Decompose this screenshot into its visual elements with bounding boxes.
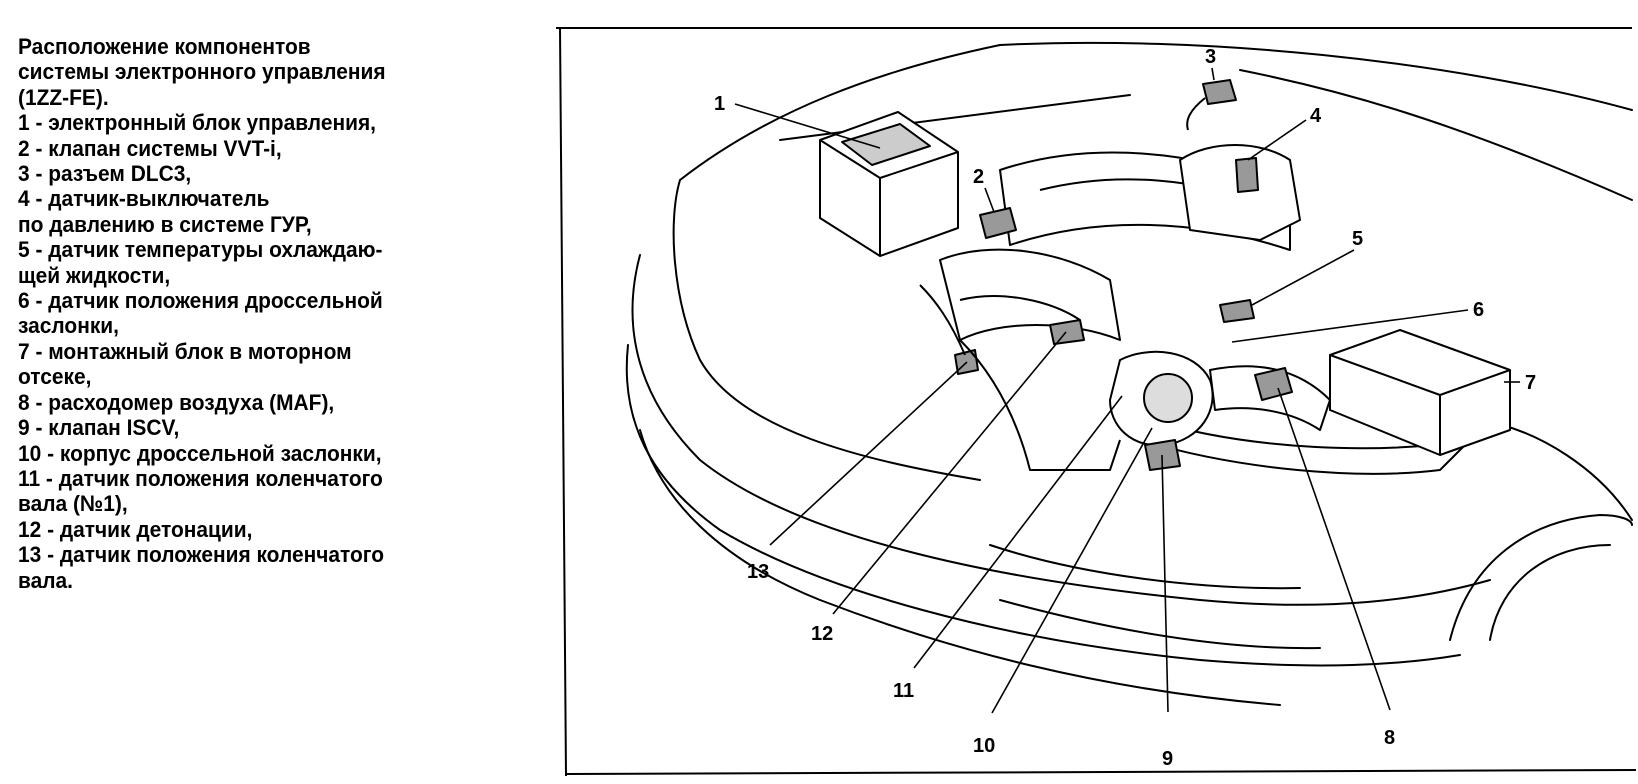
legend-item-text: 10 - корпус дроссельной заслонки, <box>18 440 382 466</box>
legend-title-line: (1ZZ-FE). <box>18 84 109 110</box>
legend-item-text: по давлению в системе ГУР, <box>18 211 312 237</box>
callout-12: 12 <box>811 623 833 645</box>
legend-item-text: 11 - датчик положения коленчатого <box>18 465 383 491</box>
legend-item-text: щей жидкости, <box>18 262 171 288</box>
fuse-box-top <box>1329 354 1511 455</box>
legend-item-text: 9 - клапан ISCV, <box>18 415 180 441</box>
legend-item-text: 1 - электронный блок управления, <box>18 110 376 136</box>
engine-block <box>959 339 1121 471</box>
wheel-arch-inner <box>1449 514 1633 641</box>
ect-sensor <box>1219 299 1255 323</box>
intake-runner <box>959 295 1081 321</box>
grille-slot <box>989 544 1301 590</box>
leader-10 <box>991 427 1153 714</box>
leader-4 <box>1247 119 1307 161</box>
hood-outline <box>679 41 1633 181</box>
leader-lines <box>734 67 1520 714</box>
component-legend: Расположение компонентов системы электро… <box>18 34 511 593</box>
callout-2: 2 <box>973 166 984 188</box>
legend-item-8: 8 - расходомер воздуха (MAF), <box>18 390 511 415</box>
callout-11: 11 <box>893 680 914 702</box>
legend-item-2: 2 - клапан системы VVT-i, <box>18 136 511 161</box>
legend-item-6: 6 - датчик положения дроссельной заслонк… <box>18 288 511 339</box>
leader-6 <box>1231 309 1469 343</box>
legend-title: Расположение компонентов системы электро… <box>18 34 511 110</box>
legend-title-line: Расположение компонентов <box>18 34 311 59</box>
leader-13 <box>769 361 968 546</box>
fuse-box <box>1329 329 1511 456</box>
legend-item-9: 9 - клапан ISCV, <box>18 415 511 440</box>
fender-line <box>631 254 1491 606</box>
legend-item-text: вала (№1), <box>18 491 128 517</box>
ckp-wire <box>919 284 966 356</box>
wheel-arch <box>1479 419 1633 521</box>
legend-item-5: 5 - датчик температуры охлаждаю- щей жид… <box>18 237 511 288</box>
leader-9 <box>1161 454 1169 713</box>
legend-item-text: 7 - монтажный блок в моторном <box>18 338 352 364</box>
dlc3-cable <box>1186 97 1206 131</box>
legend-item-text: 5 - датчик температуры охлаждаю- <box>18 237 383 263</box>
callout-10: 10 <box>973 735 995 757</box>
legend-item-3: 3 - разъем DLC3, <box>18 161 511 186</box>
legend-item-text: 12 - датчик детонации, <box>18 516 253 542</box>
legend-item-4: 4 - датчик-выключатель по давлению в сис… <box>18 186 511 237</box>
car-body <box>625 41 1633 706</box>
legend-item-13: 13 - датчик положения коленчатого вала. <box>18 542 511 593</box>
knock-sensor <box>1049 319 1085 345</box>
callout-13: 13 <box>747 561 769 583</box>
dlc3-connector <box>1202 79 1237 105</box>
leader-2 <box>984 187 995 213</box>
callout-7: 7 <box>1525 372 1536 394</box>
legend-item-12: 12 - датчик детонации, <box>18 517 511 542</box>
legend-item-text: 8 - расходомер воздуха (MAF), <box>18 389 335 415</box>
legend-title-line: системы электронного управления <box>18 59 386 85</box>
callout-9: 9 <box>1162 748 1173 770</box>
throttle-bore <box>1143 373 1193 423</box>
ecu-connector <box>841 123 931 166</box>
ps-switch <box>1235 157 1259 193</box>
intake-manifold <box>939 248 1121 341</box>
bumper-lower <box>639 429 1281 706</box>
callout-5: 5 <box>1352 228 1363 250</box>
leader-12 <box>832 331 1067 615</box>
callout-labels: 1 2 3 4 5 6 7 8 9 10 11 12 13 <box>714 46 1536 770</box>
wheel-rim <box>1489 544 1611 641</box>
grille-slot-2 <box>999 599 1321 650</box>
callout-3: 3 <box>1205 46 1216 68</box>
callout-1: 1 <box>714 93 725 115</box>
legend-item-text: отсеке, <box>18 364 92 390</box>
legend-item-1: 1 - электронный блок управления, <box>18 110 511 135</box>
legend-item-text: 2 - клапан системы VVT-i, <box>18 135 282 161</box>
leader-11 <box>913 395 1123 669</box>
legend-item-11: 11 - датчик положения коленчатого вала (… <box>18 466 511 517</box>
leader-1 <box>734 103 881 149</box>
hood-lower-edge <box>672 179 981 481</box>
diagram-frame <box>556 27 1637 777</box>
legend-item-text: 3 - разъем DLC3, <box>18 161 192 187</box>
cowl-line <box>1239 69 1633 201</box>
leader-3 <box>1211 67 1215 81</box>
legend-item-text: 4 - датчик-выключатель <box>18 186 270 212</box>
legend-item-text: 6 - датчик положения дроссельной <box>18 288 383 314</box>
legend-item-text: вала. <box>18 567 73 593</box>
callout-4: 4 <box>1310 105 1322 127</box>
engine-parts <box>819 79 1511 471</box>
leader-8 <box>1277 387 1391 711</box>
ecu-box-edge <box>819 139 959 256</box>
leader-5 <box>1251 249 1355 306</box>
legend-item-text: 13 - датчик положения коленчатого <box>18 542 384 568</box>
callout-8: 8 <box>1384 727 1395 749</box>
legend-item-text: заслонки, <box>18 313 119 339</box>
maf-sensor <box>1254 367 1293 401</box>
legend-item-7: 7 - монтажный блок в моторном отсеке, <box>18 339 511 390</box>
callout-6: 6 <box>1473 299 1484 321</box>
vvt-valve <box>979 207 1017 239</box>
legend-item-10: 10 - корпус дроссельной заслонки, <box>18 441 511 466</box>
